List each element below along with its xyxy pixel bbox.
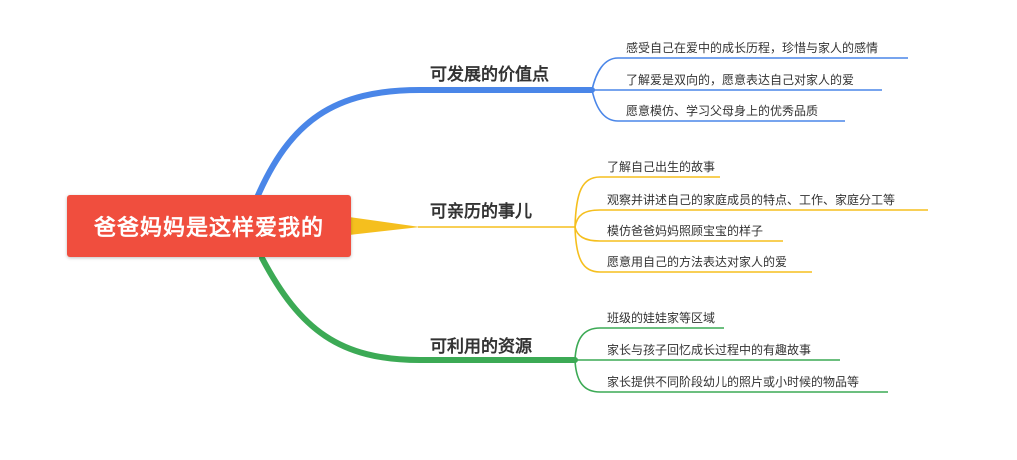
branch-label-resources[interactable]: 可利用的资源 (430, 337, 532, 357)
leaf-connector (574, 327, 724, 361)
leaf-item[interactable]: 家长提供不同阶段幼儿的照片或小时候的物品等 (607, 375, 860, 389)
root-title: 爸爸妈妈是这样爱我的 (93, 216, 324, 241)
leaf-item[interactable]: 模仿爸爸妈妈照顾宝宝的样子 (607, 224, 764, 238)
leaf-connector (574, 176, 720, 228)
branch-label-value-points[interactable]: 可发展的价值点 (430, 65, 549, 85)
leaf-item[interactable]: 了解爱是双向的，愿意表达自己对家人的爱 (626, 73, 855, 87)
leaf-item[interactable]: 感受自己在爱中的成长历程，珍惜与家人的感情 (626, 41, 879, 55)
branch-label-experiences[interactable]: 可亲历的事儿 (430, 202, 532, 222)
leaf-item[interactable]: 班级的娃娃家等区域 (607, 311, 716, 325)
leaf-item[interactable]: 愿意模仿、学习父母身上的优秀品质 (626, 104, 819, 118)
leaf-connector (574, 359, 888, 393)
leaf-connector (574, 226, 812, 273)
leaf-item[interactable]: 了解自己出生的故事 (607, 160, 716, 174)
leaf-item[interactable]: 愿意用自己的方法表达对家人的爱 (607, 255, 788, 269)
leaf-item[interactable]: 观察并讲述自己的家庭成员的特点、工作、家庭分工等 (607, 193, 896, 207)
root-node[interactable]: 爸爸妈妈是这样爱我的 (67, 195, 351, 257)
leaf-connector (591, 89, 845, 122)
branch-connector-experiences (349, 217, 420, 235)
leaf-connector (574, 209, 928, 228)
branch-connector-resources (259, 255, 578, 363)
leaf-connector (591, 57, 908, 91)
branch-connector-value-points (253, 87, 595, 203)
leaf-item[interactable]: 家长与孩子回忆成长过程中的有趣故事 (607, 343, 812, 357)
